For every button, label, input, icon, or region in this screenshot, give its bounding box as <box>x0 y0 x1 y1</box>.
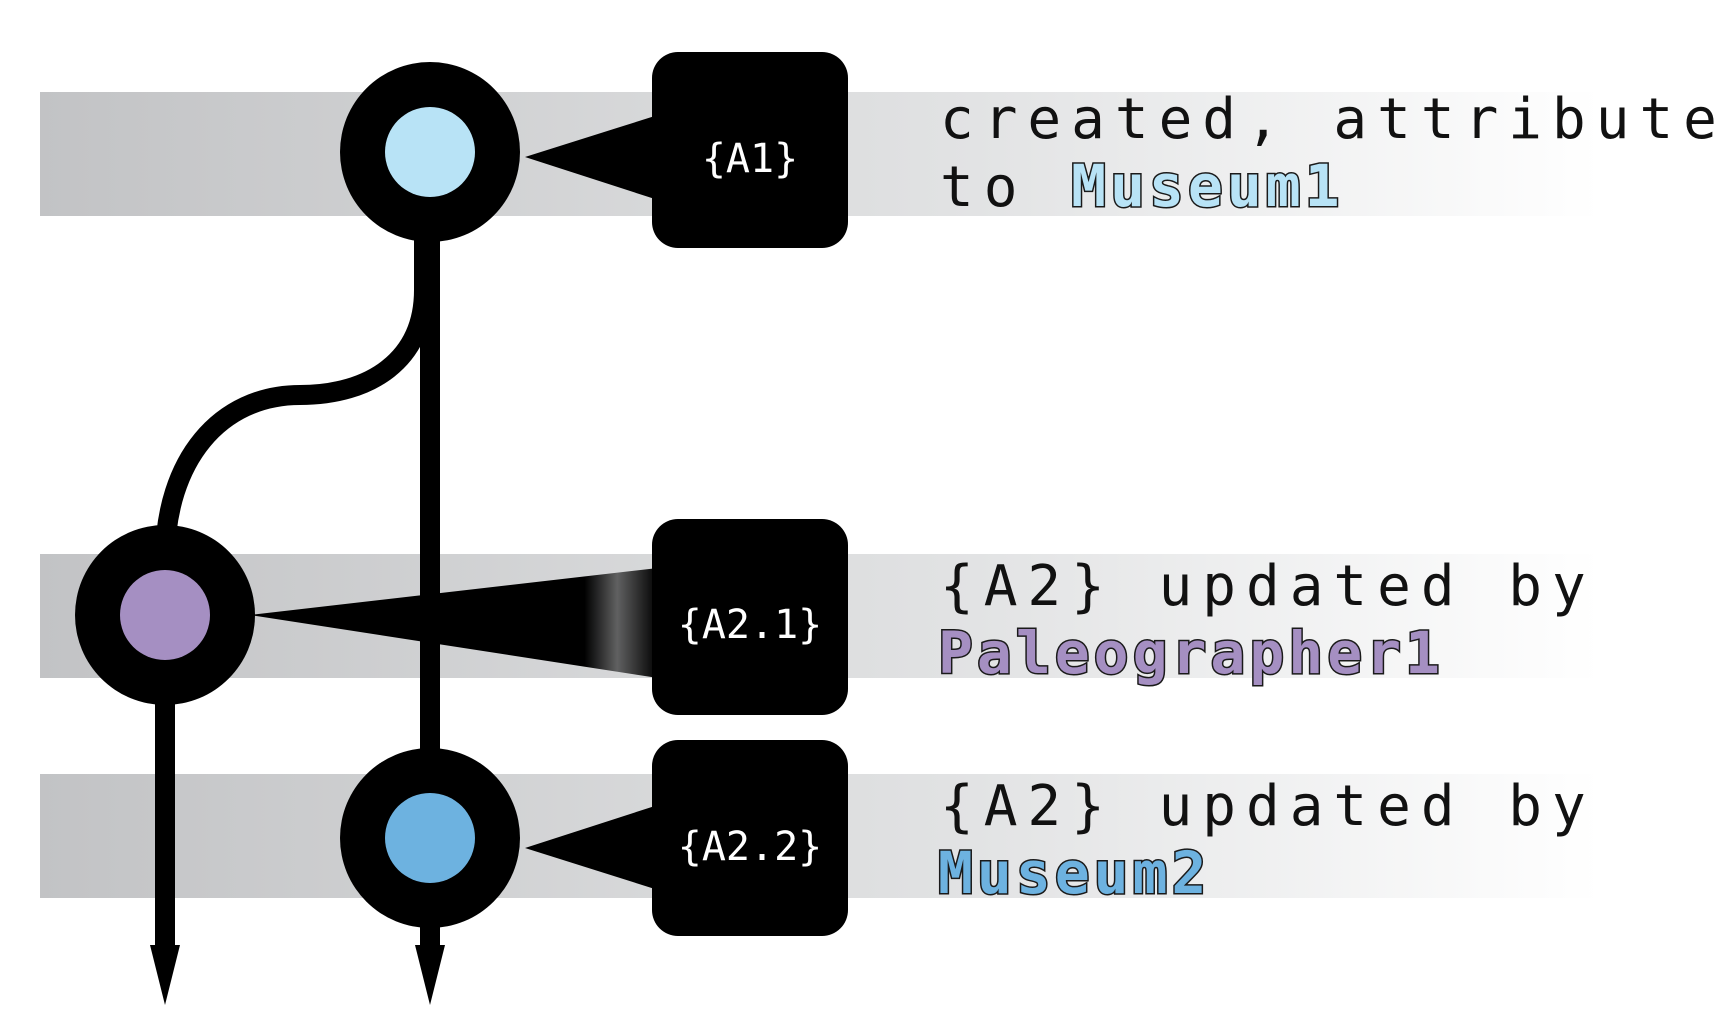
branch-curve <box>155 240 434 561</box>
arrow-down-icon <box>150 945 180 1005</box>
callout-wedge-a21 <box>250 568 658 678</box>
event-box-a1 <box>652 52 848 248</box>
event-description-a1: created, attributed <box>940 87 1728 152</box>
event-label-a21: {A2.1} <box>678 602 823 648</box>
node-a1-fill <box>385 107 475 197</box>
event-description-prefix: to <box>940 155 1071 220</box>
event-description-a1-line2: to Museum1 <box>940 152 1344 220</box>
callout-wedge-a22 <box>525 805 658 890</box>
event-box-a22 <box>652 740 848 936</box>
arrow-down-icon <box>415 945 445 1005</box>
agent-museum2: Museum2 <box>938 839 1210 907</box>
node-a22-fill <box>385 793 475 883</box>
agent-paleographer1: Paleographer1 <box>938 619 1444 687</box>
callout-wedge-a1 <box>525 115 658 200</box>
event-box-a21 <box>652 519 848 715</box>
node-a21-fill <box>120 570 210 660</box>
event-label-a22: {A2.2} <box>678 824 823 870</box>
event-label-a1: {A1} <box>702 136 798 182</box>
agent-museum1: Museum1 <box>1071 152 1343 220</box>
event-description-a22: {A2} updated by <box>940 774 1596 839</box>
event-description-a21: {A2} updated by <box>940 554 1596 619</box>
